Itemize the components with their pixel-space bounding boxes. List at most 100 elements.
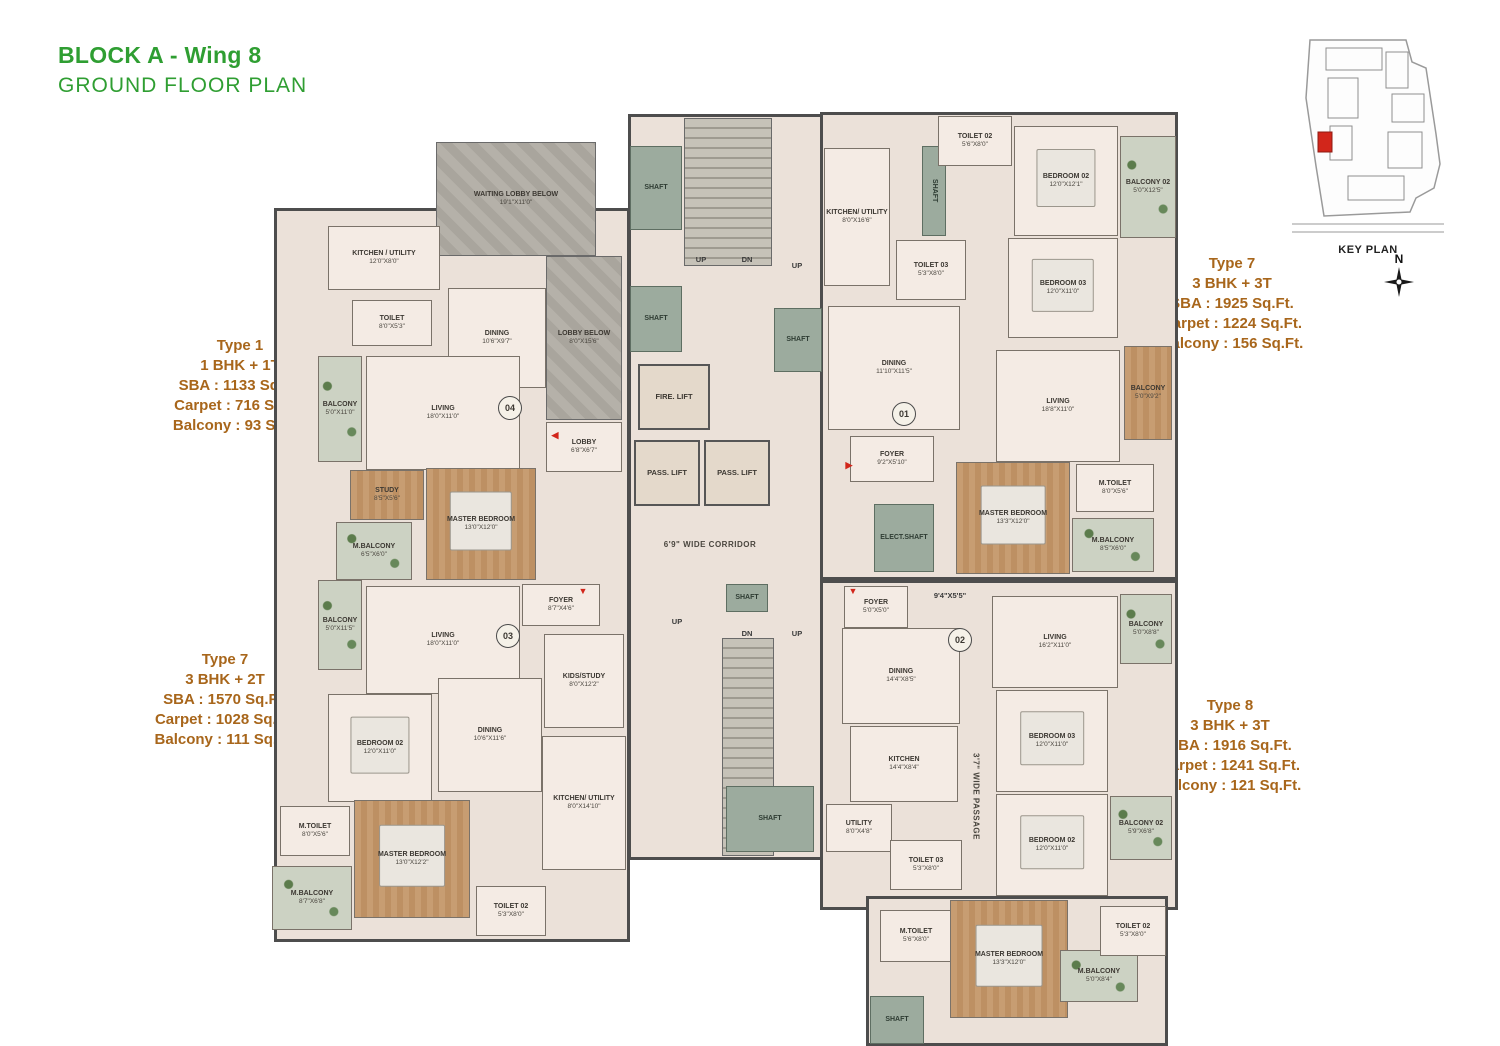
- key-plan-label: KEY PLAN: [1338, 244, 1398, 256]
- entry-arrow: ▶: [845, 459, 853, 470]
- stair-direction-label: UP: [791, 628, 803, 638]
- unit-type-annotation-type1: Type 1 1 BHK + 1T SBA : 1133 Sq.Ft. Carp…: [145, 336, 335, 436]
- shaft: SHAFT: [630, 146, 682, 230]
- corridor: 6'9" WIDE CORRIDOR: [663, 540, 757, 550]
- passage-dims-label: 9'4"X5'5": [933, 590, 967, 600]
- unit-type-sba: SBA : 1925 Sq.Ft.: [1170, 295, 1294, 312]
- stair-direction-label: UP: [695, 254, 707, 264]
- passenger-lift: PASS. LIFT: [704, 440, 770, 506]
- unit-type-config: 3 BHK + 3T: [1192, 275, 1272, 292]
- key-plan-highlight: [1317, 131, 1333, 153]
- key-plan-map: [1292, 39, 1444, 233]
- passage: 3'7" WIDE PASSAGE: [971, 752, 981, 840]
- stair-direction-label: DN: [741, 628, 753, 638]
- staircase-top: [684, 118, 772, 266]
- entry-arrow: ▼: [848, 585, 858, 596]
- unit-type-config: 3 BHK + 3T: [1190, 717, 1270, 734]
- shaft: SHAFT: [726, 584, 768, 612]
- passenger-lift: PASS. LIFT: [634, 440, 700, 506]
- floor-title: GROUND FLOOR PLAN: [58, 74, 308, 97]
- unit-type-balcony: Balcony : 121 Sq.Ft.: [1158, 777, 1302, 794]
- block-title: BLOCK A - Wing 8: [58, 42, 262, 68]
- unit-type-carpet: Carpet : 1224 Sq.Ft.: [1161, 315, 1303, 332]
- page-title: BLOCK A - Wing 8 GROUND FLOOR PLAN: [58, 42, 307, 98]
- entry-arrow: ▼: [578, 585, 588, 596]
- unit-type-config: 3 BHK + 2T: [185, 671, 265, 688]
- unit-type-sba: SBA : 1916 Sq.Ft.: [1168, 737, 1292, 754]
- shaft: SHAFT: [870, 996, 924, 1044]
- unit-number: 02: [948, 628, 972, 652]
- entry-arrow: ◀: [551, 429, 559, 440]
- unit-type-name: Type 7: [201, 651, 249, 668]
- stair-direction-label: DN: [741, 254, 753, 264]
- unit-type-name: Type 8: [1206, 697, 1254, 714]
- unit-type-annotation-type7-left: Type 7 3 BHK + 2T SBA : 1570 Sq.Ft. Carp…: [130, 650, 320, 750]
- elect-shaft: ELECT.SHAFT: [874, 504, 934, 572]
- unit-type-name: Type 7: [1208, 255, 1256, 272]
- unit-type-carpet: Carpet : 1241 Sq.Ft.: [1159, 757, 1301, 774]
- unit-number: 01: [892, 402, 916, 426]
- compass: N: [1384, 252, 1414, 302]
- unit-type-annotation-type8: Type 8 3 BHK + 3T SBA : 1916 Sq.Ft. Carp…: [1130, 696, 1330, 796]
- unit-type-balcony: Balcony : 93 Sq.Ft.: [172, 417, 308, 434]
- compass-north-label: N: [1394, 252, 1404, 266]
- unit-type-balcony: Balcony : 111 Sq.Ft.: [154, 731, 296, 748]
- unit-type-name: Type 1: [216, 337, 264, 354]
- unit-number: 03: [496, 624, 520, 648]
- unit-number: 04: [498, 396, 522, 420]
- unit-type-carpet: Carpet : 716 Sq.Ft.: [174, 397, 306, 414]
- unit-type-annotation-type7-right: Type 7 3 BHK + 3T SBA : 1925 Sq.Ft. Carp…: [1132, 254, 1332, 354]
- unit-type-sba: SBA : 1133 Sq.Ft.: [178, 377, 302, 394]
- stair-direction-label: UP: [791, 260, 803, 270]
- shaft: SHAFT: [630, 286, 682, 352]
- shaft: SHAFT: [774, 308, 822, 372]
- unit-type-config: 1 BHK + 1T: [200, 357, 280, 374]
- shaft: SHAFT: [726, 786, 814, 852]
- unit-type-carpet: Carpet : 1028 Sq.Ft.: [154, 711, 296, 728]
